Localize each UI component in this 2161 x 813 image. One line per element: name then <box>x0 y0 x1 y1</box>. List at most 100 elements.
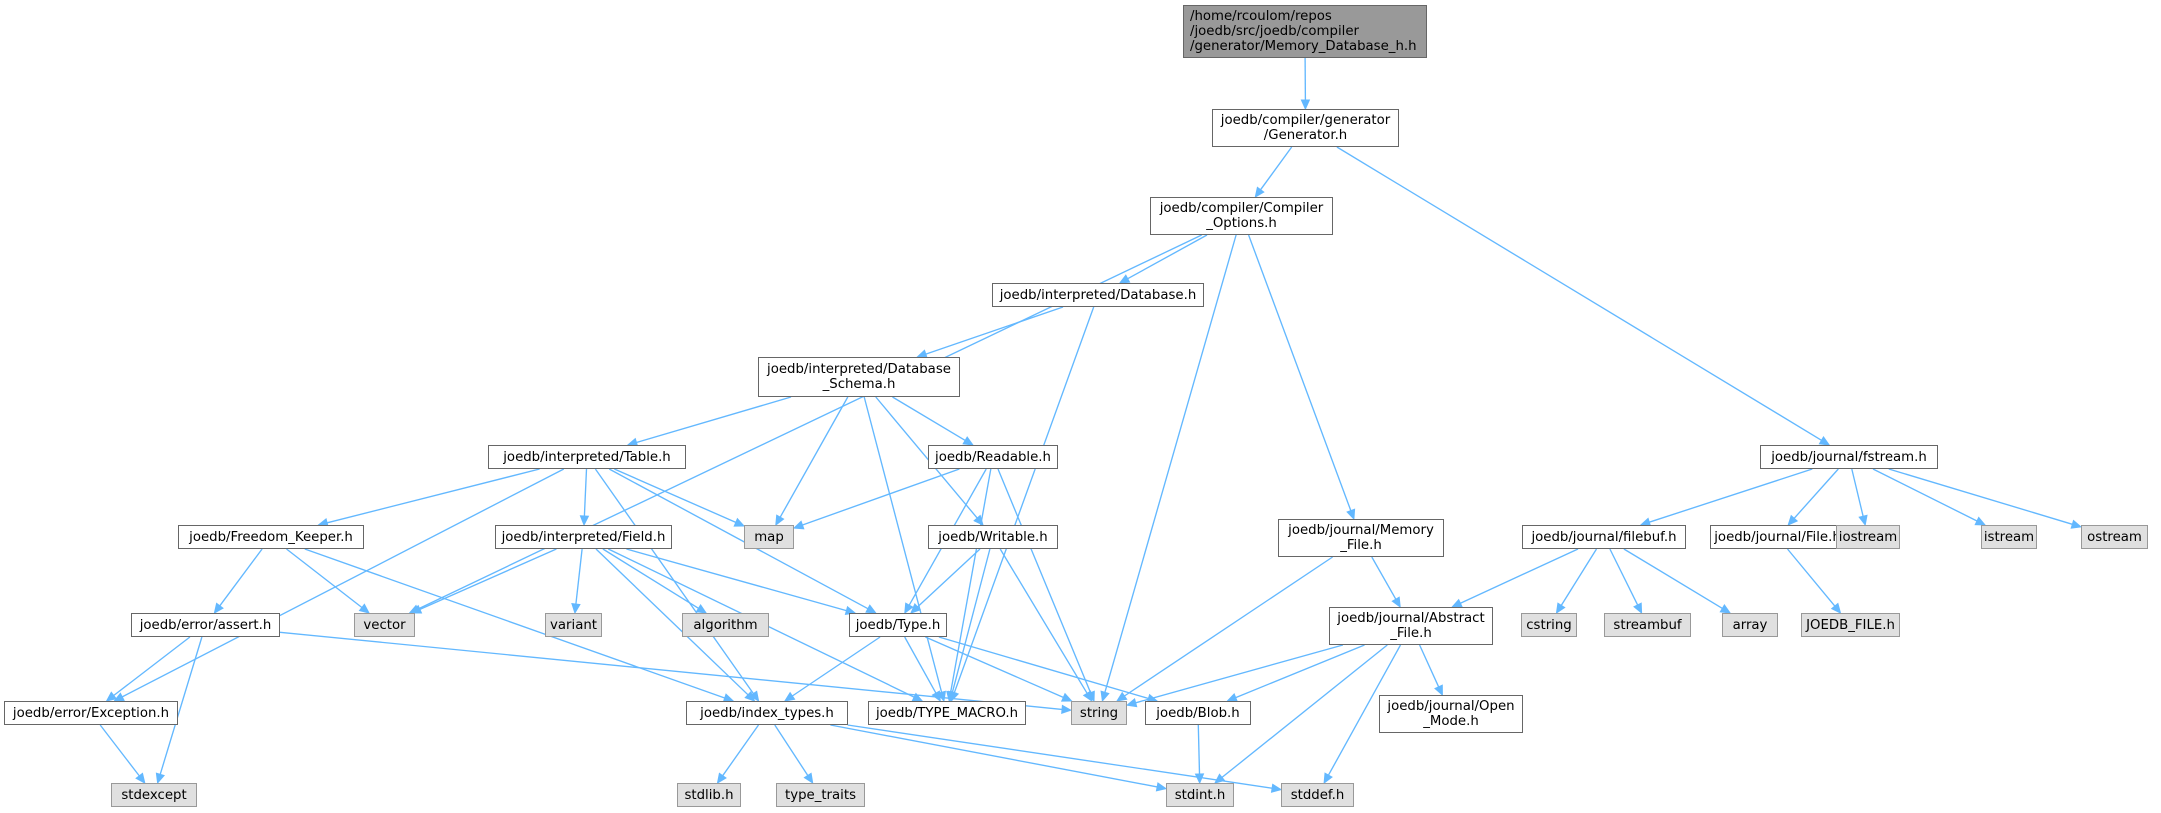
edge-freedom_keeper-to-assert <box>219 548 263 607</box>
node-label-line: _Schema.h <box>822 377 896 392</box>
edge-interp_table-to-interp_field <box>583 468 588 517</box>
graph-node-db_schema[interactable]: joedb/interpreted/Database_Schema.h <box>758 357 960 397</box>
edge-interp_field-to-algorithm <box>602 548 699 609</box>
graph-node-array: array <box>1722 613 1778 637</box>
edge-arrowhead-index_types <box>783 691 796 702</box>
edge-arrowhead-compiler_options <box>1254 186 1265 198</box>
edge-type_h-to-blob <box>938 636 1149 700</box>
node-label-line: joedb/journal/filebuf.h <box>1531 529 1677 545</box>
node-label-line: joedb/journal/File.h <box>1714 529 1841 545</box>
edge-arrowhead-streambuf <box>1633 602 1643 615</box>
edge-arrowhead-stdexcept <box>155 772 165 785</box>
edge-interp_field-to-vector <box>419 548 557 611</box>
graph-node-assert[interactable]: joedb/error/assert.h <box>131 613 280 637</box>
node-label-line: istream <box>1983 529 2035 545</box>
graph-node-writable[interactable]: joedb/Writable.h <box>928 525 1058 549</box>
graph-node-memory_file[interactable]: joedb/journal/Memory_File.h <box>1278 519 1444 557</box>
graph-node-open_mode[interactable]: joedb/journal/Open_Mode.h <box>1379 695 1523 733</box>
node-label-line: joedb/Readable.h <box>935 449 1051 465</box>
graph-node-algorithm: algorithm <box>682 613 769 637</box>
edge-arrowhead-type_h <box>865 604 877 614</box>
edge-arrowhead-generator <box>1300 99 1311 111</box>
graph-node-interp_database[interactable]: joedb/interpreted/Database.h <box>992 283 1204 307</box>
edge-index_types-to-stdlib <box>722 724 760 777</box>
graph-node-filebuf[interactable]: joedb/journal/filebuf.h <box>1522 525 1686 549</box>
edge-arrowhead-type_traits <box>803 772 814 785</box>
edge-abstract_file-to-stdint <box>1221 644 1388 778</box>
edge-memory_file-to-string <box>1124 556 1333 697</box>
graph-node-stdlib: stdlib.h <box>677 783 741 807</box>
node-label-line: _Options.h <box>1206 216 1277 231</box>
node-label-line: _File.h <box>1390 626 1432 641</box>
graph-node-type_traits: type_traits <box>776 783 865 807</box>
edge-interp_table-to-freedom_keeper <box>326 468 540 524</box>
edge-compiler_options-to-memory_file <box>1247 234 1352 511</box>
node-label-line: joedb/index_types.h <box>700 705 834 721</box>
node-label-line: joedb/Blob.h <box>1156 705 1240 721</box>
edge-interp_field-to-variant <box>575 548 583 605</box>
node-label-line: /home/rcoulom/repos <box>1190 9 1332 24</box>
edge-compiler_options-to-string <box>1104 234 1237 693</box>
edge-arrowhead-string <box>1125 698 1138 708</box>
edge-arrowhead-abstract_file <box>1391 596 1401 609</box>
edge-interp_field-to-index_types <box>595 548 749 696</box>
edge-db_schema-to-map <box>779 396 849 518</box>
graph-node-interp_field[interactable]: joedb/interpreted/Field.h <box>495 525 672 549</box>
graph-node-readable[interactable]: joedb/Readable.h <box>928 445 1058 469</box>
node-label-line: _File.h <box>1340 538 1382 553</box>
graph-node-compiler_options[interactable]: joedb/compiler/Compiler_Options.h <box>1150 197 1333 235</box>
node-label-line: joedb/journal/Abstract <box>1337 611 1485 626</box>
graph-node-interp_table[interactable]: joedb/interpreted/Table.h <box>488 445 686 469</box>
edge-fstream-to-istream <box>1872 468 1978 522</box>
edge-arrowhead-joedb_file_h <box>1830 602 1842 614</box>
graph-node-exception[interactable]: joedb/error/Exception.h <box>4 701 178 725</box>
node-label-line: variant <box>550 617 597 633</box>
edge-index_types-to-stddef <box>847 724 1273 789</box>
edge-interp_table-to-map <box>614 468 737 524</box>
edge-arrowhead-istream <box>1974 516 1987 526</box>
graph-node-abstract_file[interactable]: joedb/journal/Abstract_File.h <box>1329 607 1493 645</box>
edge-index_types-to-type_traits <box>774 724 809 776</box>
edge-readable-to-string <box>997 468 1092 693</box>
edge-type_h-to-index_types <box>791 636 881 697</box>
edge-arrowhead-string <box>1115 691 1128 702</box>
edge-arrowhead-iostream <box>1858 514 1868 527</box>
node-label-line: array <box>1732 617 1768 633</box>
edge-arrowhead-interp_field <box>579 515 590 527</box>
edge-arrowhead-exception <box>105 691 118 702</box>
node-label-line: joedb/Type.h <box>855 617 941 633</box>
node-label-line: ostream <box>2087 529 2142 545</box>
graph-node-generator[interactable]: joedb/compiler/generator/Generator.h <box>1212 109 1399 147</box>
graph-node-journal_file[interactable]: joedb/journal/File.h <box>1710 525 1845 549</box>
edge-interp_table-to-exception <box>121 468 565 698</box>
edge-arrowhead-string <box>1060 692 1073 702</box>
edge-abstract_file-to-string <box>1135 644 1344 704</box>
edge-readable-to-map <box>802 468 960 526</box>
graph-node-type_h[interactable]: joedb/Type.h <box>849 613 947 637</box>
graph-node-freedom_keeper[interactable]: joedb/Freedom_Keeper.h <box>178 525 364 549</box>
graph-node-index_types[interactable]: joedb/index_types.h <box>686 701 848 725</box>
edge-arrowhead-stddef <box>1323 772 1333 785</box>
edge-arrowhead-open_mode <box>1434 684 1443 697</box>
node-label-line: vector <box>363 617 406 633</box>
graph-node-type_macro[interactable]: joedb/TYPE_MACRO.h <box>868 701 1026 725</box>
edge-writable-to-type_h <box>917 548 981 608</box>
edge-filebuf-to-abstract_file <box>1460 548 1579 604</box>
edge-arrowhead-stdint <box>1194 773 1205 785</box>
node-label-line: string <box>1079 705 1119 721</box>
node-label-line: /generator/Memory_Database_h.h <box>1190 39 1417 54</box>
edge-type_h-to-string <box>925 636 1064 699</box>
edge-assert-to-stdexcept <box>159 636 203 775</box>
edge-arrowhead-vector <box>358 603 370 614</box>
edge-generator-to-compiler_options <box>1260 146 1293 191</box>
edge-arrowhead-fstream <box>1818 435 1831 446</box>
graph-node-fstream[interactable]: joedb/journal/fstream.h <box>1760 445 1938 469</box>
node-label-line: _Mode.h <box>1423 714 1479 729</box>
node-label-line: joedb/error/assert.h <box>139 617 272 633</box>
edge-arrowhead-abstract_file <box>1451 598 1463 608</box>
graph-node-blob[interactable]: joedb/Blob.h <box>1145 701 1251 725</box>
node-label-line: joedb/interpreted/Table.h <box>503 449 671 465</box>
edge-filebuf-to-cstring <box>1560 548 1598 606</box>
node-label-line: map <box>754 529 784 545</box>
